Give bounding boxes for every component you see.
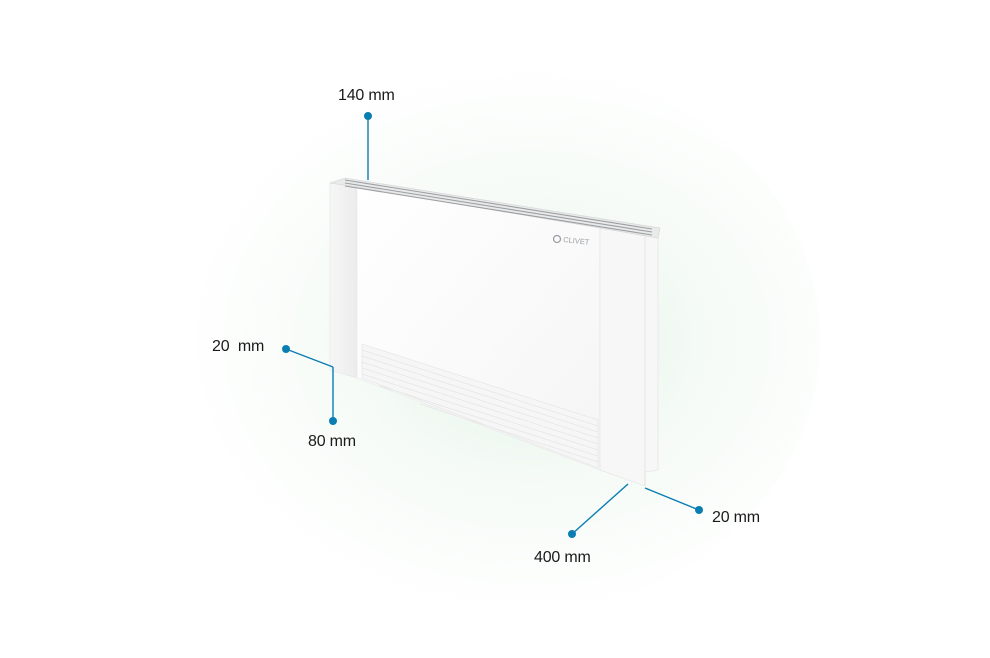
callout-line-base-width [571,483,629,535]
callout-dots [282,112,703,538]
brand-logo-text: CLIVET [563,235,590,247]
right-end-cap [599,227,659,487]
callout-dot-bottom [329,417,337,425]
dimension-callouts [285,116,700,535]
callout-line-left-offset [285,348,334,368]
grille-slats [344,179,653,236]
callout-dot-base [568,530,576,538]
fan-coil-unit [329,177,661,487]
dimension-label-top-depth: 140 mm [338,87,395,104]
dimension-label-right-offset: 20 mm [712,509,760,526]
callout-dot-right [695,506,703,514]
callout-line-right-offset [644,487,700,511]
left-side-panel [329,182,358,379]
callout-dot-left [282,345,290,353]
callout-dot-top [364,112,372,120]
clivet-logo-icon [552,234,562,244]
dimension-label-bottom-height: 80 mm [308,433,356,450]
dimension-label-base-width: 400 mm [534,549,591,566]
dimension-label-left-offset: 20 mm [212,338,265,355]
